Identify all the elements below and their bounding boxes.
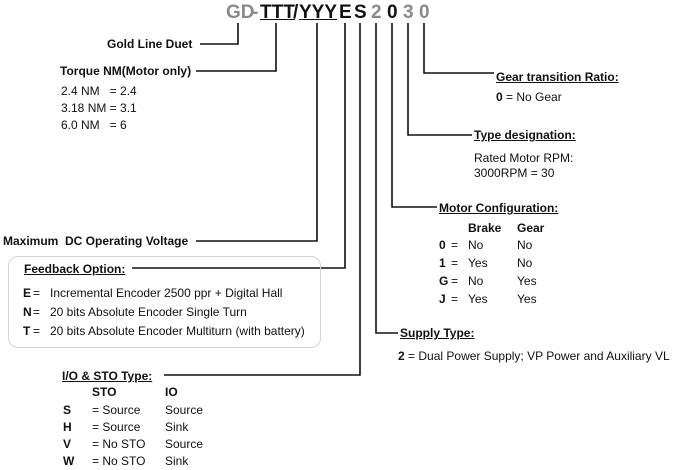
feedback-key: E (23, 286, 32, 300)
code-digit-0a: 0 (387, 2, 398, 23)
io-sto: = Source (92, 403, 141, 417)
io-io: Sink (165, 420, 189, 434)
io-col-sto: STO (92, 385, 117, 399)
line-s (164, 23, 361, 376)
io-key: W (63, 454, 75, 468)
io-row-0: S = Source Source (63, 403, 263, 418)
io-sto: = Source (92, 420, 141, 434)
code-digit-3: 3 (403, 2, 414, 23)
io-key: S (63, 403, 72, 417)
motor-col-gear: Gear (517, 221, 545, 235)
line-type (407, 23, 472, 136)
code-slash: / (293, 2, 299, 23)
motor-key: 1 (439, 256, 446, 270)
line-motor (391, 23, 437, 208)
gold-line-label: Gold Line Duet (107, 37, 193, 51)
io-io: Source (165, 437, 204, 451)
gear-text: = No Gear (506, 90, 562, 104)
torque-row-1: 3.18 NM = 3.1 (61, 101, 137, 115)
motor-eq: = (451, 256, 459, 270)
motor-key: 0 (439, 238, 446, 252)
code-gd: GD (226, 2, 255, 23)
motor-eq: = (451, 238, 459, 252)
motor-brake: Yes (468, 256, 488, 270)
motor-gear: No (517, 256, 533, 270)
code-dash: - (252, 2, 259, 23)
io-sto: = No STO (92, 437, 146, 451)
supply-text: = Dual Power Supply; VP Power and Auxili… (408, 349, 670, 363)
line-supply (375, 23, 398, 334)
feedback-key: T (23, 324, 31, 338)
motor-brake: No (468, 274, 484, 288)
io-key: H (63, 420, 72, 434)
code-s: S (354, 2, 367, 23)
feedback-box (8, 256, 321, 348)
feedback-eq: = (33, 305, 41, 319)
feedback-key: N (23, 305, 32, 319)
feedback-title: Feedback Option: (24, 262, 126, 276)
motor-title: Motor Configuration: (439, 201, 559, 215)
gear-title: Gear transition Ratio: (496, 70, 619, 84)
motor-eq: = (451, 274, 459, 288)
motor-eq: = (451, 292, 459, 306)
feedback-row-0: E = Incremental Encoder 2500 ppr + Digit… (23, 286, 282, 300)
motor-brake: Yes (468, 292, 488, 306)
io-row-3: W = No STO Sink (63, 454, 263, 469)
line-ttt (196, 23, 277, 72)
feedback-row-1: N = 20 bits Absolute Encoder Single Turn (23, 305, 247, 319)
motor-row-1: 1 = Yes No (439, 256, 579, 271)
code-ttt: TTT (260, 2, 295, 23)
motor-row-0: 0 = No No (439, 238, 579, 253)
supply-row: 2 = Dual Power Supply; VP Power and Auxi… (398, 349, 670, 363)
feedback-text: Incremental Encoder 2500 ppr + Digital H… (50, 286, 283, 300)
io-io: Source (165, 403, 204, 417)
code-e: E (339, 2, 352, 23)
io-title: I/O & STO Type: (62, 369, 153, 383)
code-digit-2: 2 (371, 2, 382, 23)
motor-gear: Yes (517, 274, 537, 288)
motor-key: J (439, 292, 446, 306)
feedback-text: 20 bits Absolute Encoder Multiturn (with… (50, 324, 305, 338)
part-code: GD - TTT / YYY E S 2 0 3 0 (0, 2, 680, 26)
voltage-label: Maximum DC Operating Voltage (3, 234, 189, 248)
io-key: V (63, 437, 72, 451)
feedback-row-2: T = 20 bits Absolute Encoder Multiturn (… (23, 324, 305, 338)
torque-row-0: 2.4 NM = 2.4 (61, 84, 137, 98)
io-col-io: IO (165, 385, 178, 399)
gear-key: 0 (496, 90, 503, 104)
gear-row: 0 = No Gear (496, 90, 562, 104)
torque-title: Torque NM(Motor only) (60, 64, 192, 78)
line-e (132, 23, 346, 269)
supply-key: 2 (398, 349, 405, 363)
type-line1: Rated Motor RPM: (474, 151, 574, 165)
feedback-eq: = (33, 324, 41, 338)
feedback-eq: = (33, 286, 41, 300)
motor-gear: No (517, 238, 533, 252)
motor-key: G (439, 274, 449, 288)
feedback-text: 20 bits Absolute Encoder Single Turn (50, 305, 247, 319)
line-yyy (196, 23, 318, 242)
type-title: Type designation: (474, 128, 576, 142)
code-digit-0b: 0 (419, 2, 430, 23)
io-sto: = No STO (92, 454, 146, 468)
code-yyy: YYY (299, 2, 338, 23)
supply-title: Supply Type: (400, 326, 475, 340)
io-row-1: H = Source Sink (63, 420, 263, 435)
line-gd (200, 23, 239, 45)
motor-row-2: G = No Yes (439, 274, 579, 289)
motor-brake: No (468, 238, 484, 252)
io-io: Sink (165, 454, 189, 468)
torque-row-2: 6.0 NM = 6 (61, 118, 127, 132)
io-row-2: V = No STO Source (63, 437, 263, 452)
motor-col-brake: Brake (468, 221, 502, 235)
motor-gear: Yes (517, 292, 537, 306)
line-gear (423, 23, 494, 74)
motor-row-3: J = Yes Yes (439, 292, 579, 307)
type-line2: 3000RPM = 30 (474, 166, 555, 180)
